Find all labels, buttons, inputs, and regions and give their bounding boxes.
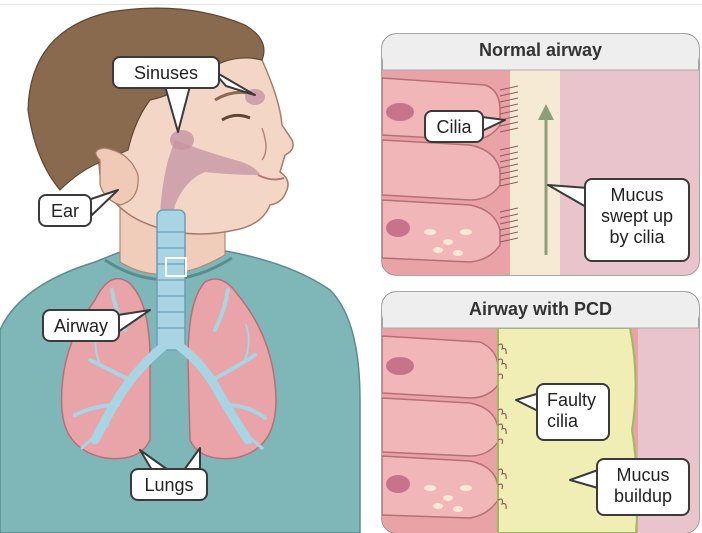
pcd-panel-title: Airway with PCD — [382, 299, 699, 320]
sinus-cheek — [170, 130, 194, 150]
mucus-buildup-label: Mucus buildup — [596, 458, 690, 516]
cilia-label: Cilia — [424, 110, 484, 143]
ear-label: Ear — [38, 194, 92, 227]
faulty-cilia-label: Faulty cilia — [536, 383, 610, 441]
lungs-label: Lungs — [130, 468, 208, 501]
sinuses-label: Sinuses — [112, 56, 220, 89]
top-divider — [0, 4, 702, 5]
mucus-swept-label: Mucus swept up by cilia — [584, 178, 690, 262]
normal-panel-title: Normal airway — [382, 40, 699, 61]
airway-label: Airway — [42, 309, 120, 342]
normal-mucus-layer — [510, 70, 560, 275]
